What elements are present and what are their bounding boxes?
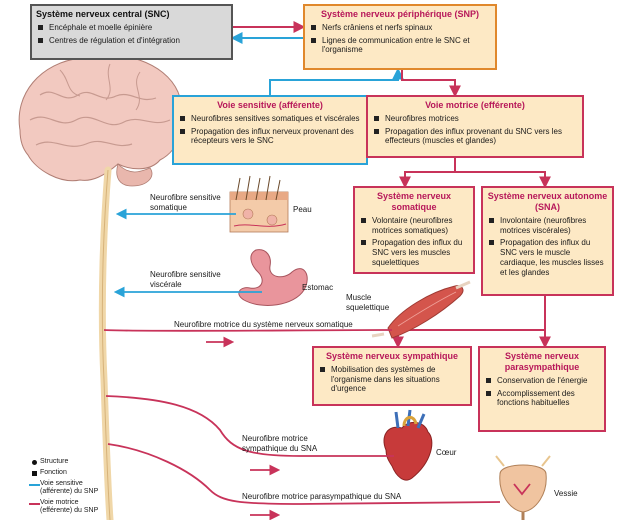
stomach-illustration — [238, 249, 308, 306]
bladder-illustration — [495, 455, 551, 520]
parasympathetic-item: Conservation de l'énergie — [486, 376, 598, 386]
parasympathetic-motor-fiber-label: Neurofibre motrice parasympathique du SN… — [242, 492, 402, 501]
motor-item: Propagation des influx provenant du SNC … — [374, 127, 576, 147]
somatic-title: Système nerveux somatique — [376, 191, 452, 212]
sympathetic-title: Système nerveux sympathique — [325, 351, 459, 361]
sensory-item: Propagation des influx nerveux provenant… — [180, 127, 360, 147]
somatic-box: Système nerveux somatique Volontaire (ne… — [353, 186, 475, 274]
bullet-dot-icon — [31, 460, 37, 465]
cns-title: Système nerveux central (SNC) — [36, 9, 170, 19]
snp-item: Lignes de communication entre le SNC et … — [311, 36, 489, 56]
motor-line-icon — [28, 503, 40, 506]
autonomic-title: Système nerveux autonome (SNA) — [487, 191, 608, 212]
snp-title: Système nerveux périphérique (SNP) — [320, 9, 480, 19]
autonomic-item: Involontaire (neurofibres motrices viscé… — [489, 216, 606, 236]
cns-item: Centres de régulation et d'intégration — [38, 36, 225, 46]
legend-structure: Structure — [28, 458, 110, 466]
sensory-item: Neurofibres sensitives somatiques et vis… — [180, 114, 360, 124]
cns-item: Encéphale et moelle épinière — [38, 23, 225, 33]
parasympathetic-title: Système nerveux parasympathique — [504, 351, 580, 372]
motor-title: Voie motrice (efférente) — [425, 100, 525, 110]
parasympathetic-box: Système nerveux parasympathique Conserva… — [478, 346, 606, 432]
skin-illustration — [229, 175, 289, 233]
sympathetic-box: Système nerveux sympathique Mobilisation… — [312, 346, 472, 406]
skin-label: Peau — [293, 205, 312, 214]
bullet-square-icon — [31, 471, 37, 477]
motor-box: Voie motrice (efférente) Neurofibres mot… — [366, 95, 584, 158]
muscle-label: Muscle squelettique — [346, 293, 390, 312]
brain-illustration — [18, 54, 184, 187]
sympathetic-item: Mobilisation des systèmes de l'organisme… — [320, 365, 464, 394]
legend-function: Fonction — [28, 469, 110, 477]
sensory-title: Voie sensitive (afférente) — [217, 100, 323, 110]
stomach-label: Estomac — [302, 283, 334, 292]
legend-motor: Voie motrice (efférente) du SNP — [28, 499, 110, 515]
somatic-motor-fiber — [103, 329, 393, 332]
snp-item: Nerfs crâniens et nerfs spinaux — [311, 23, 489, 33]
heart-label: Cœur — [436, 448, 457, 457]
sensory-box: Voie sensitive (afférente) Neurofibres s… — [172, 95, 368, 165]
muscle-illustration — [371, 280, 471, 339]
somatic-item: Volontaire (neurofibres motrices somatiq… — [361, 216, 467, 236]
bladder-label: Vessie — [554, 489, 578, 498]
autonomic-box: Système nerveux autonome (SNA) Involonta… — [481, 186, 614, 296]
autonomic-item: Propagation des influx du SNC vers le mu… — [489, 238, 606, 277]
parasympathetic-item: Accomplissement des fonctions habituelle… — [486, 389, 598, 409]
sensory-line-icon — [28, 484, 40, 487]
stomach-fiber-label: Neurofibre sensitive viscérale — [150, 270, 221, 289]
snp-box: Système nerveux périphérique (SNP) Nerfs… — [303, 4, 497, 70]
cns-box: Système nerveux central (SNC) Encéphale … — [30, 4, 233, 60]
somatic-item: Propagation des influx du SNC vers les m… — [361, 238, 467, 267]
sympathetic-motor-fiber-label: Neurofibre motrice sympathique du SNA — [242, 434, 318, 453]
somatic-motor-fiber-label: Neurofibre motrice du système nerveux so… — [174, 320, 353, 329]
heart-illustration — [383, 409, 433, 481]
legend: Structure Fonction Voie sensitive (affér… — [28, 458, 110, 518]
sympathetic-motor-fiber — [105, 395, 394, 457]
legend-sensory: Voie sensitive (afférente) du SNP — [28, 480, 110, 496]
motor-item: Neurofibres motrices — [374, 114, 576, 124]
skin-fiber-label: Neurofibre sensitive somatique — [150, 193, 221, 212]
parasympathetic-motor-fiber — [107, 443, 501, 505]
